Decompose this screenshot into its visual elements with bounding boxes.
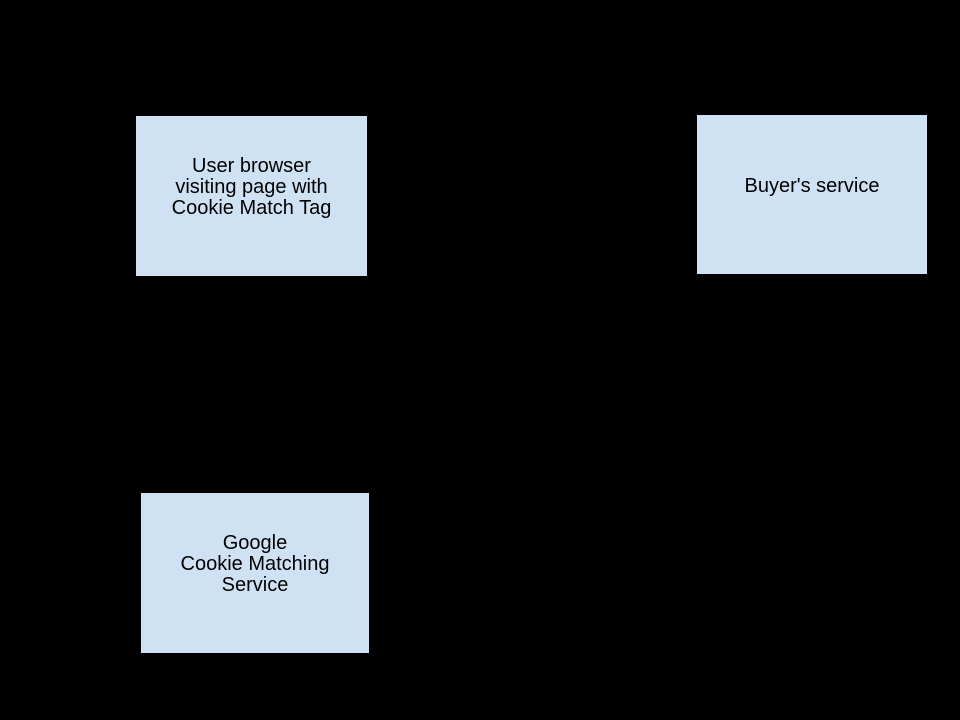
diagram-node-google-cookie-matching-service: Google Cookie Matching Service [140,492,370,654]
node-label-line: Service [221,574,289,596]
diagram-node-buyers-service: Buyer's service [696,114,928,275]
node-label-line: Google [222,532,288,554]
node-label-line: Cookie Matching [180,553,330,575]
node-label-line: Buyer's service [744,174,880,197]
diagram-node-user-browser: User browser visiting page with Cookie M… [135,115,368,277]
node-label-line: visiting page with [175,176,328,198]
node-label-line: Cookie Match Tag [171,197,332,219]
node-label-line: User browser [192,155,311,177]
